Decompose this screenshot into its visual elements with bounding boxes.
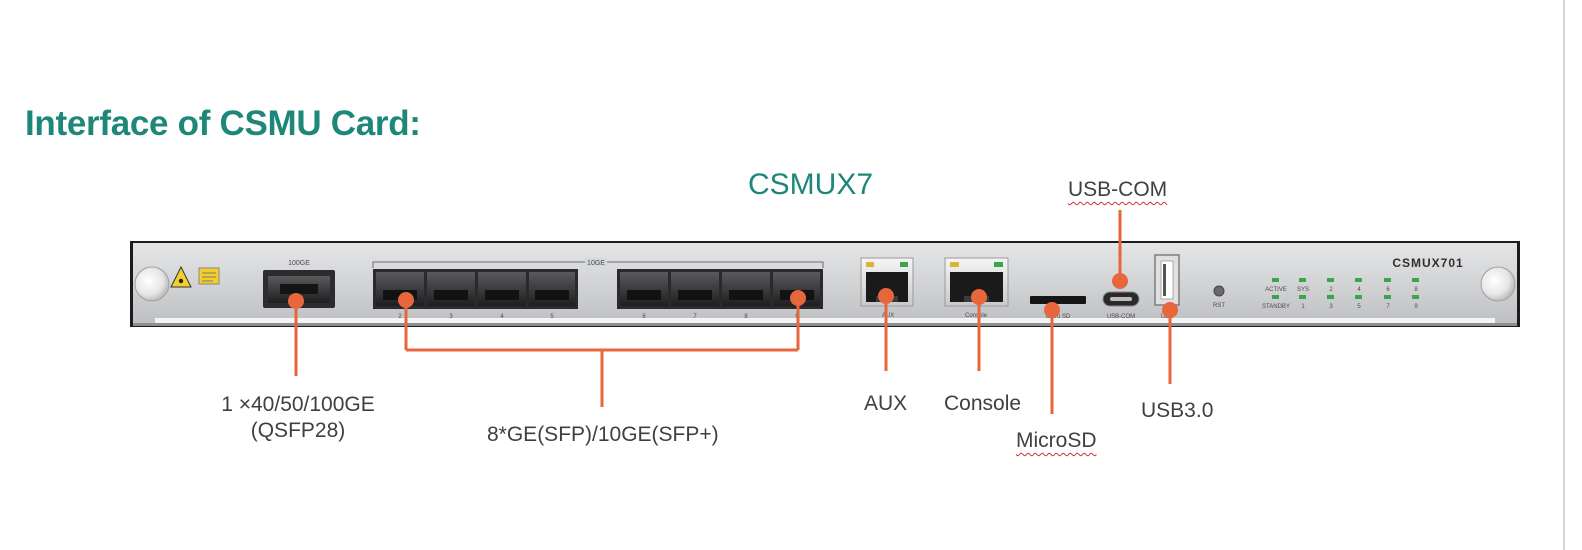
microsd-slot[interactable]: [1030, 296, 1086, 304]
callout-markers: [288, 273, 1178, 318]
usb3-callout-label: USB3.0: [1141, 399, 1214, 422]
panel-model-label: CSMUX701: [1392, 256, 1463, 270]
led-bottom-label: 9: [1414, 304, 1418, 310]
sfp-port-number: 4: [500, 314, 504, 320]
usb3-port[interactable]: [1154, 254, 1180, 306]
sfp-port-number: 5: [550, 314, 554, 320]
left-captive-screw: [134, 266, 170, 302]
page-right-border: [1563, 0, 1565, 550]
qsfp-callout-line2: (QSFP28): [250, 419, 346, 442]
led-bottom-label: 1: [1301, 304, 1305, 310]
sfp-port-number: 7: [693, 314, 697, 320]
sfp-port[interactable]: [671, 272, 719, 306]
usb-com-callout-label: USB-COM: [1068, 178, 1168, 201]
led-bottom-label: 7: [1386, 304, 1390, 310]
sfp-port-number: 3: [449, 314, 453, 320]
qsfp-group-label: 100GE: [288, 260, 310, 267]
qsfp-callout-label: 1 ×40/50/100GE (QSFP28): [206, 392, 390, 444]
microsd-callout-label: MicroSD: [1016, 429, 1097, 452]
reset-button[interactable]: [1213, 285, 1225, 297]
sfp-port-number: 6: [642, 314, 646, 320]
sfp-port[interactable]: [529, 272, 575, 306]
led-top-label: 6: [1386, 287, 1390, 293]
led-top-label: 4: [1357, 287, 1361, 293]
page-title: Interface of CSMU Card:: [25, 104, 421, 143]
sfp-port[interactable]: [722, 272, 770, 306]
sfp-port[interactable]: [620, 272, 668, 306]
aux-callout-label: AUX: [864, 392, 908, 415]
usb-com-port-label: USB-COM: [1107, 314, 1135, 320]
microsd-slot-label: Micro SD: [1046, 314, 1071, 320]
callout-connectors: [294, 210, 1172, 414]
usb-com-port[interactable]: [1102, 291, 1140, 307]
reset-button-label: RST: [1213, 303, 1225, 309]
aux-port-label: AUX: [882, 313, 894, 319]
csmu-card-panel: [130, 241, 1520, 327]
sfp-group-label: 10GE: [587, 260, 605, 267]
led-bottom-label: 5: [1357, 304, 1361, 310]
right-captive-screw: [1480, 266, 1516, 302]
sfp-port[interactable]: [478, 272, 526, 306]
led-bottom-label: 3: [1329, 304, 1333, 310]
led-active-label: ACTIVE: [1265, 287, 1287, 293]
console-callout-label: Console: [944, 392, 1022, 415]
sfp-port-number: 2: [398, 314, 402, 320]
sfp-port-number: 8: [744, 314, 748, 320]
qsfp-callout-line1: 1 ×40/50/100GE: [221, 393, 375, 416]
status-led-panel: [1272, 278, 1419, 299]
laser-warning-icon: [170, 265, 220, 288]
sfp-port[interactable]: [427, 272, 475, 306]
console-port-label: Console: [965, 313, 988, 319]
led-top-label: 2: [1329, 287, 1333, 293]
led-top-label: 8: [1414, 287, 1418, 293]
model-caption: CSMUX7: [748, 168, 874, 201]
sfp-callout-label: 8*GE(SFP)/10GE(SFP+): [487, 423, 719, 446]
led-top-label: SYS: [1297, 287, 1309, 293]
led-standby-label: STANDBY: [1262, 304, 1290, 310]
